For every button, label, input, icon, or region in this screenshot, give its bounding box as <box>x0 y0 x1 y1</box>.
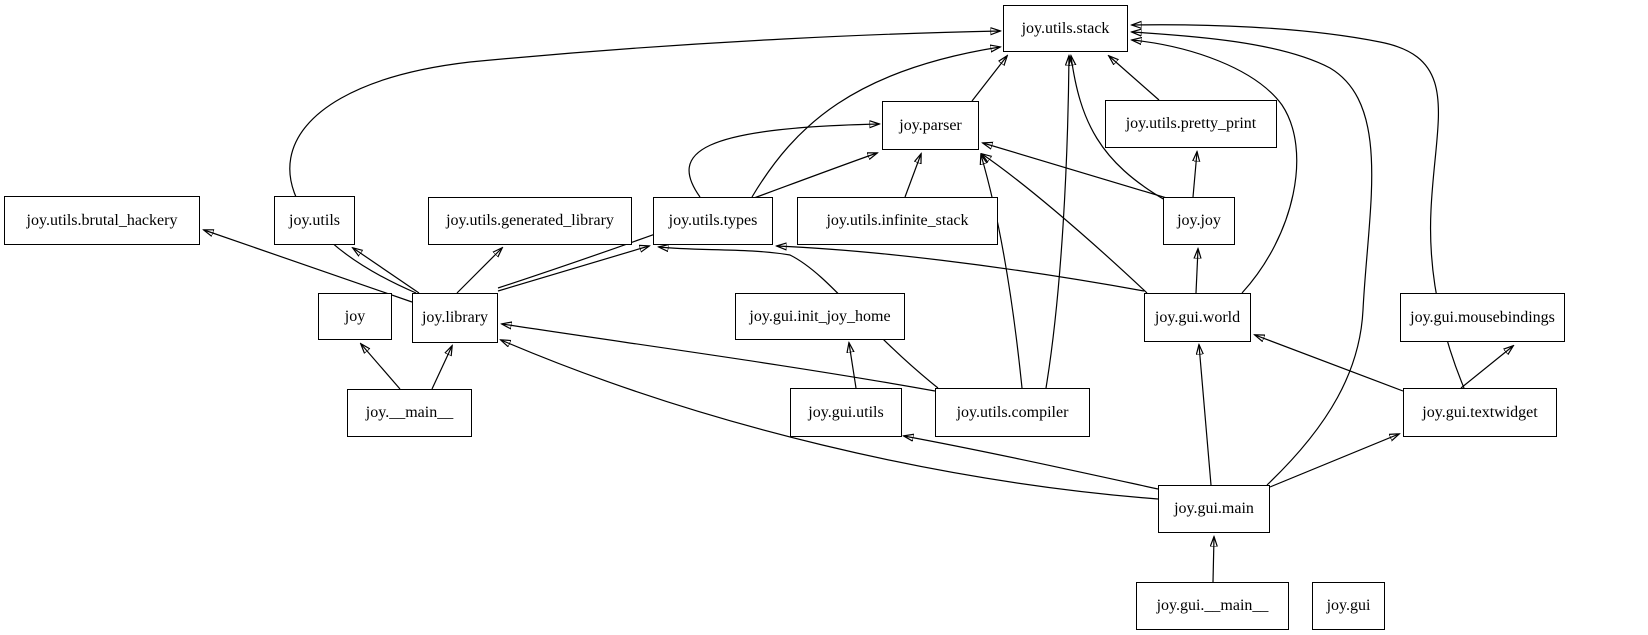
node-label: joy.utils <box>289 211 340 229</box>
edge-joy-gui-world-to-joy-parser <box>982 154 1148 294</box>
node-joy-utils-types: joy.utils.types <box>653 197 773 245</box>
edge-joy-utils-compiler-to-joy-utils-types <box>659 247 939 389</box>
node-label: joy.parser <box>899 116 962 134</box>
node-label: joy.utils.generated_library <box>446 212 614 229</box>
edge-joy-gui-world-to-joy-utils-stack <box>1132 40 1298 294</box>
node-label: joy.utils.compiler <box>956 403 1069 421</box>
edge-joy-utils-compiler-to-joy-utils-stack <box>1045 56 1069 389</box>
node-joy-utils-pretty-print: joy.utils.pretty_print <box>1105 100 1277 148</box>
edge-joy-joy-to-joy-parser <box>983 143 1171 200</box>
edge-joy-utils-infinite-stack-to-joy-parser <box>904 154 921 198</box>
node-label: joy.joy <box>1177 212 1221 229</box>
node-label: joy.gui.utils <box>808 403 884 421</box>
node-joy-parser: joy.parser <box>882 101 979 150</box>
node-label: joy.gui <box>1326 597 1371 614</box>
node-joy-gui-utils: joy.gui.utils <box>790 388 902 437</box>
node-joy-utils-brutal-hackery: joy.utils.brutal_hackery <box>4 196 200 245</box>
edge-joy-gui-textwidget-to-joy-gui-mousebindings <box>1460 346 1513 389</box>
node-label: joy <box>344 307 366 325</box>
node-joy-utils-infinite-stack: joy.utils.infinite_stack <box>797 197 998 245</box>
node-joy-gui-world: joy.gui.world <box>1144 293 1251 342</box>
node-joy-gui-textwidget: joy.gui.textwidget <box>1403 388 1557 437</box>
node-joy-gui-mousebindings: joy.gui.mousebindings <box>1400 293 1565 342</box>
edge-joy-library-to-joy-utils-types <box>497 246 649 292</box>
node-label: joy.gui.textwidget <box>1422 403 1538 421</box>
edge-joy-parser-to-joy-utils-stack <box>971 56 1007 102</box>
edge-joy-utils-pretty-print-to-joy-utils-stack <box>1109 56 1160 101</box>
edge-joy-utils-compiler-to-joy-parser <box>981 155 1023 389</box>
node-joy-gui-init-joy-home: joy.gui.init_joy_home <box>735 293 905 340</box>
node-joy-utils-stack: joy.utils.stack <box>1003 5 1128 52</box>
node-joy-gui-main-dunder: joy.gui.__main__ <box>1136 582 1289 630</box>
node-label: joy.gui.world <box>1154 308 1241 326</box>
node-label: joy.utils.infinite_stack <box>826 212 969 229</box>
edge-joy-gui-world-to-joy-joy <box>1196 249 1198 294</box>
edge-joy-gui-world-to-joy-utils-types <box>777 246 1145 292</box>
edge-joy-gui-main-to-joy-utils-stack <box>1132 32 1373 486</box>
edge-joy-joy-to-joy-utils-stack <box>1071 56 1166 201</box>
node-joy-joy: joy.joy <box>1163 197 1235 245</box>
edge-joy-gui-utils-to-joy-gui-init-joy-home <box>849 343 857 389</box>
edge-joy-joy-to-joy-utils-pretty-print <box>1193 152 1197 198</box>
edge-joy-gui-textwidget-to-joy-utils-stack <box>1132 25 1465 389</box>
edge-joy-gui-main-to-joy-gui-world <box>1199 345 1212 486</box>
node-joy: joy <box>318 293 392 340</box>
edge-joy-library-to-joy-utils-generated-library <box>456 248 502 294</box>
edge-joy-utils-types-to-joy-parser <box>688 124 879 198</box>
edge-joy-utils-compiler-to-joy-library <box>502 324 936 392</box>
edge-joy-gui-main-to-joy-gui-textwidget <box>1269 434 1399 488</box>
edge-joy-main-to-joy <box>361 344 401 390</box>
node-joy-utils: joy.utils <box>274 196 355 245</box>
edge-joy-main-to-joy-library <box>431 346 452 390</box>
edge-joy-gui-main-to-joy-library <box>501 340 1159 500</box>
edge-joy-gui-main-dunder-to-joy-gui-main <box>1213 537 1214 583</box>
node-label: joy.library <box>421 309 489 326</box>
node-joy-gui-main: joy.gui.main <box>1158 485 1270 533</box>
node-label: joy.gui.__main__ <box>1156 597 1269 614</box>
node-joy-gui: joy.gui <box>1312 582 1385 630</box>
edge-joy-utils-types-to-joy-utils-stack <box>751 47 1000 198</box>
node-label: joy.utils.stack <box>1021 19 1110 37</box>
node-label: joy.gui.init_joy_home <box>749 307 891 325</box>
node-joy-utils-generated-library: joy.utils.generated_library <box>428 197 632 245</box>
edge-joy-library-to-joy-utils-stack <box>289 31 1000 294</box>
node-joy-library: joy.library <box>412 293 498 343</box>
node-label: joy.utils.types <box>668 212 758 229</box>
node-joy-main: joy.__main__ <box>347 389 472 437</box>
node-label: joy.utils.pretty_print <box>1125 115 1257 132</box>
node-label: joy.gui.main <box>1174 500 1254 517</box>
node-joy-utils-compiler: joy.utils.compiler <box>935 388 1090 437</box>
edge-joy-library-to-joy-utils <box>353 248 420 294</box>
node-label: joy.gui.mousebindings <box>1410 308 1555 326</box>
node-label: joy.__main__ <box>365 404 454 421</box>
edge-joy-gui-main-to-joy-gui-utils <box>904 436 1159 490</box>
edge-joy-library-to-joy-utils-brutal-hackery <box>204 230 413 303</box>
node-label: joy.utils.brutal_hackery <box>26 211 178 229</box>
edge-joy-gui-textwidget-to-joy-gui-world <box>1255 335 1404 392</box>
